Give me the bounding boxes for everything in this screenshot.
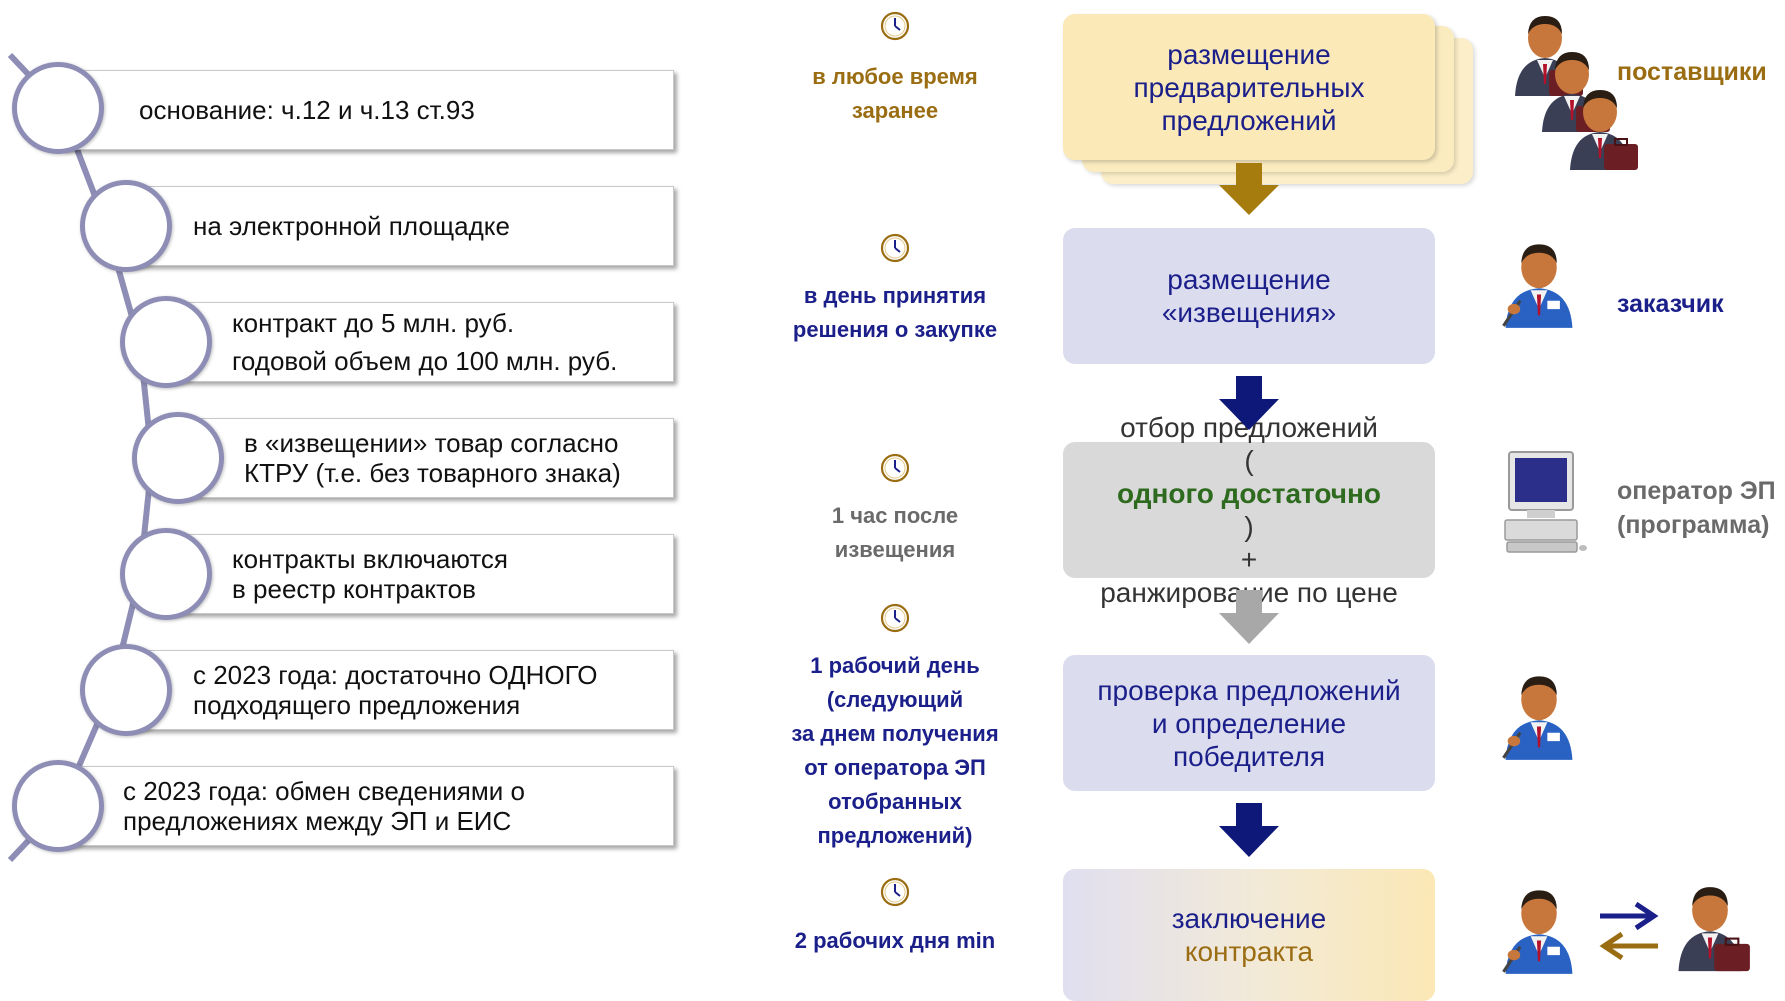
flow-arrow-down-gold xyxy=(1219,163,1279,215)
list-item-text: в «извещении» товар согласно xyxy=(244,428,619,458)
clock-icon xyxy=(879,10,911,42)
customer-with-pen-icon xyxy=(1497,882,1581,976)
customer-with-pen-icon xyxy=(1497,668,1581,762)
list-item-text: контракт до 5 млн. руб. xyxy=(232,308,515,338)
list-item: основание: ч.12 и ч.13 ст.93 xyxy=(62,70,674,150)
list-item-text: с 2023 года: обмен сведениями о xyxy=(123,776,525,806)
list-item-text: в реестр контрактов xyxy=(232,574,476,604)
list-item-text: подходящего предложения xyxy=(193,690,521,720)
flow-arrow-down-navy xyxy=(1219,376,1279,430)
actor-customer-label: заказчик xyxy=(1617,290,1724,318)
list-item: в «извещении» товар согласно КТРУ (т.е. … xyxy=(182,418,674,498)
list-item-text: с 2023 года: достаточно ОДНОГО xyxy=(193,660,598,690)
list-bullet-circle xyxy=(80,644,172,736)
list-item: контракт до 5 млн. руб. годовой объем до… xyxy=(170,302,674,382)
computer-icon xyxy=(1504,451,1587,553)
businessman-with-briefcase-icon xyxy=(1668,878,1752,974)
list-item-text: предложениях между ЭП и ЕИС xyxy=(123,806,512,836)
step-notice: размещение«извещения» xyxy=(1063,228,1435,364)
list-bullet-circle xyxy=(120,296,212,388)
list-bullet-circle xyxy=(120,528,212,620)
actor-operator-label: оператор ЭП(программа) xyxy=(1617,477,1776,539)
list-item: с 2023 года: достаточно ОДНОГО подходяще… xyxy=(130,650,674,730)
list-item: контракты включаются в реестр контрактов xyxy=(170,534,674,614)
list-bullet-circle xyxy=(12,760,104,852)
list-item: на электронной площадке xyxy=(130,186,674,266)
step-contract: заключение контракта xyxy=(1063,869,1435,1001)
clock-icon xyxy=(879,602,911,634)
clock-icon xyxy=(879,452,911,484)
step-selection: отбор предложений (одного достаточно) + … xyxy=(1063,412,1435,608)
flow-arrow-down-grey xyxy=(1219,590,1279,644)
list-bullet-circle xyxy=(12,62,104,154)
list-item: с 2023 года: обмен сведениями о предложе… xyxy=(62,766,674,846)
list-item-text: КТРУ (т.е. без товарного знака) xyxy=(244,458,621,488)
list-bullet-circle xyxy=(80,180,172,272)
highlight-text: одного достаточно xyxy=(1116,478,1382,509)
list-item-text: годовой объем до 100 млн. руб. xyxy=(232,346,618,376)
flow-arrow-down-navy xyxy=(1219,803,1279,857)
timeline-label: 2 рабочих дня min xyxy=(794,928,996,953)
actor-suppliers-label: поставщики xyxy=(1617,58,1767,86)
list-item-text: на электронной площадке xyxy=(193,211,510,241)
list-bullet-circle xyxy=(132,412,224,504)
customer-with-pen-icon xyxy=(1497,236,1581,330)
businessman-with-briefcase-icon xyxy=(1560,82,1640,172)
list-item-text: контракты включаются xyxy=(232,544,509,574)
clock-icon xyxy=(879,232,911,264)
exchange-arrows-icon xyxy=(1599,902,1659,960)
clock-icon xyxy=(879,876,911,908)
list-item-text: основание: ч.12 и ч.13 ст.93 xyxy=(139,95,475,125)
